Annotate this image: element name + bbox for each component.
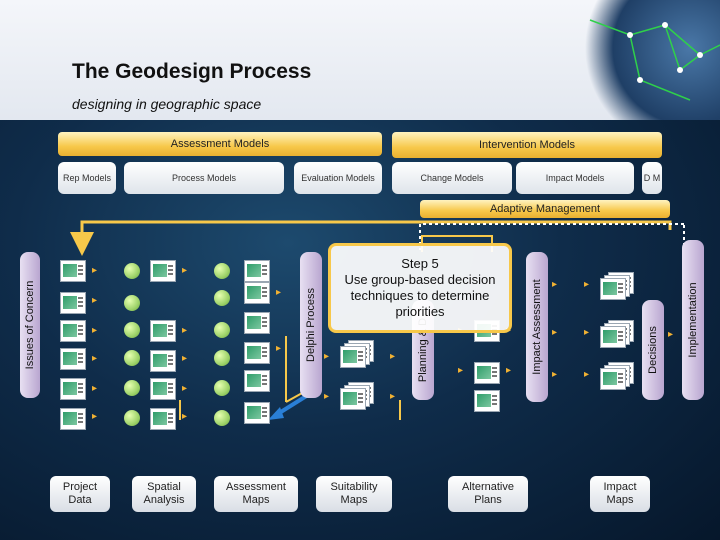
step5-heading: Step 5	[401, 256, 439, 271]
suitability-map-stack	[340, 382, 374, 410]
implementation-label: Implementation	[687, 282, 699, 358]
flow-arrow: ▸	[92, 265, 98, 276]
project-data-map	[60, 348, 86, 370]
flow-arrow: ▸	[182, 325, 188, 336]
analysis-node	[124, 380, 140, 396]
step5-callout: Step 5 Use group-based decision techniqu…	[328, 243, 512, 333]
analysis-node	[124, 322, 140, 338]
spatial-analysis-label: Spatial Analysis	[132, 476, 196, 512]
impact-assessment-label: Impact Assessment	[531, 279, 543, 375]
decisions-label: Decisions	[647, 326, 659, 374]
flow-arrow: ▸	[276, 287, 282, 298]
analysis-node	[124, 410, 140, 426]
analysis-node	[124, 263, 140, 279]
evaluation-node	[214, 410, 230, 426]
evaluation-models-box: Evaluation Models	[294, 162, 382, 194]
impact-map-stack	[600, 272, 634, 300]
suitability-maps-label: Suitability Maps	[316, 476, 392, 512]
flow-arrow: ▸	[182, 383, 188, 394]
earth-network-image	[570, 0, 720, 120]
flow-arrow: ▸	[92, 353, 98, 364]
assessment-models-band: Assessment Models	[58, 132, 382, 156]
impact-models-box: Impact Models	[516, 162, 634, 194]
project-data-map	[60, 260, 86, 282]
page-title: The Geodesign Process	[72, 60, 312, 83]
evaluation-map	[244, 342, 270, 364]
flow-arrow: ▸	[92, 325, 98, 336]
flow-arrow: ▸	[182, 353, 188, 364]
analysis-node	[124, 295, 140, 311]
analysis-node	[124, 350, 140, 366]
decisions-bar: Decisions	[642, 300, 664, 400]
flow-arrow: ▸	[276, 343, 282, 354]
project-data-map	[60, 320, 86, 342]
alternative-plan	[474, 390, 500, 412]
dm-box: D M	[642, 162, 662, 194]
evaluation-map	[244, 312, 270, 334]
flow-arrow: ▸	[584, 369, 590, 380]
flow-arrow: ▸	[390, 351, 396, 362]
flow-arrow: ▸	[458, 365, 464, 376]
flow-arrow: ▸	[584, 279, 590, 290]
assessment-maps-label: Assessment Maps	[214, 476, 298, 512]
evaluation-node	[214, 263, 230, 279]
step5-body: Use group-based decision techniques to d…	[344, 272, 496, 319]
issues-of-concern-label: Issues of Concern	[24, 280, 36, 370]
flow-arrow: ▸	[552, 279, 558, 290]
project-data-map	[60, 408, 86, 430]
project-data-map	[60, 378, 86, 400]
evaluation-map	[244, 260, 270, 282]
flow-arrow: ▸	[182, 265, 188, 276]
assessment-map	[150, 378, 176, 400]
impact-assessment-bar: Impact Assessment	[526, 252, 548, 402]
flow-arrow: ▸	[552, 369, 558, 380]
project-data-map	[60, 292, 86, 314]
process-models-box: Process Models	[124, 162, 284, 194]
flow-arrow: ▸	[92, 295, 98, 306]
adaptive-management-band: Adaptive Management	[420, 200, 670, 218]
flow-arrow: ▸	[182, 411, 188, 422]
evaluation-node	[214, 290, 230, 306]
network-lines	[589, 19, 720, 101]
flow-arrow: ▸	[92, 411, 98, 422]
change-models-box: Change Models	[392, 162, 512, 194]
flow-arrow: ▸	[324, 391, 330, 402]
rep-models-box: Rep Models	[58, 162, 116, 194]
implementation-bar: Implementation	[682, 240, 704, 400]
flow-arrow: ▸	[584, 327, 590, 338]
evaluation-map	[244, 282, 270, 304]
evaluation-map	[244, 402, 270, 424]
assessment-map	[150, 408, 176, 430]
flow-arrow: ▸	[668, 329, 674, 340]
evaluation-map	[244, 370, 270, 392]
alternative-plan	[474, 362, 500, 384]
impact-map-stack	[600, 320, 634, 348]
flow-arrow: ▸	[552, 327, 558, 338]
flow-arrow: ▸	[92, 383, 98, 394]
issues-of-concern-bar: Issues of Concern	[20, 252, 40, 398]
delphi-process-label: Delphi Process	[305, 288, 317, 362]
evaluation-node	[214, 380, 230, 396]
impact-map-stack	[600, 362, 634, 390]
suitability-map-stack	[340, 340, 374, 368]
flow-arrow: ▸	[324, 351, 330, 362]
alternative-plans-label: Alternative Plans	[448, 476, 528, 512]
intervention-models-band: Intervention Models	[392, 132, 662, 158]
page-subtitle: designing in geographic space	[72, 96, 262, 112]
flow-arrow: ▸	[390, 391, 396, 402]
impact-maps-label: Impact Maps	[590, 476, 650, 512]
delphi-process-bar: Delphi Process	[300, 252, 322, 398]
assessment-map	[150, 350, 176, 372]
flow-arrow: ▸	[506, 365, 512, 376]
assessment-map	[150, 320, 176, 342]
assessment-map	[150, 260, 176, 282]
evaluation-node	[214, 350, 230, 366]
project-data-label: Project Data	[50, 476, 110, 512]
evaluation-node	[214, 322, 230, 338]
